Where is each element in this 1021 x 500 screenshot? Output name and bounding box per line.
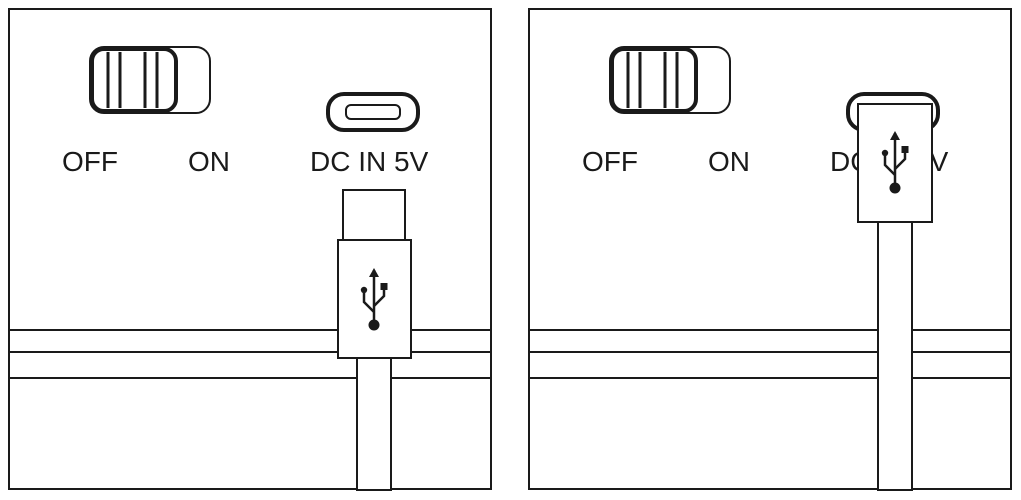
usb-c-port-left bbox=[326, 92, 420, 132]
device-body-right bbox=[528, 8, 1012, 490]
cable-wire-right bbox=[877, 221, 913, 491]
switch-on-label-left: ON bbox=[188, 146, 230, 177]
usb-icon bbox=[360, 268, 388, 331]
port-label-left: DC IN 5V bbox=[310, 146, 429, 177]
cable-wire-left bbox=[356, 357, 392, 491]
device-body-left bbox=[8, 8, 492, 490]
switch-off-label-left: OFF bbox=[62, 146, 118, 177]
switch-off-label-right: OFF bbox=[582, 146, 638, 177]
switch-on-label-right: ON bbox=[708, 146, 750, 177]
power-switch-right[interactable] bbox=[609, 46, 731, 114]
power-switch-left[interactable] bbox=[89, 46, 211, 114]
usb-icon bbox=[881, 131, 909, 194]
